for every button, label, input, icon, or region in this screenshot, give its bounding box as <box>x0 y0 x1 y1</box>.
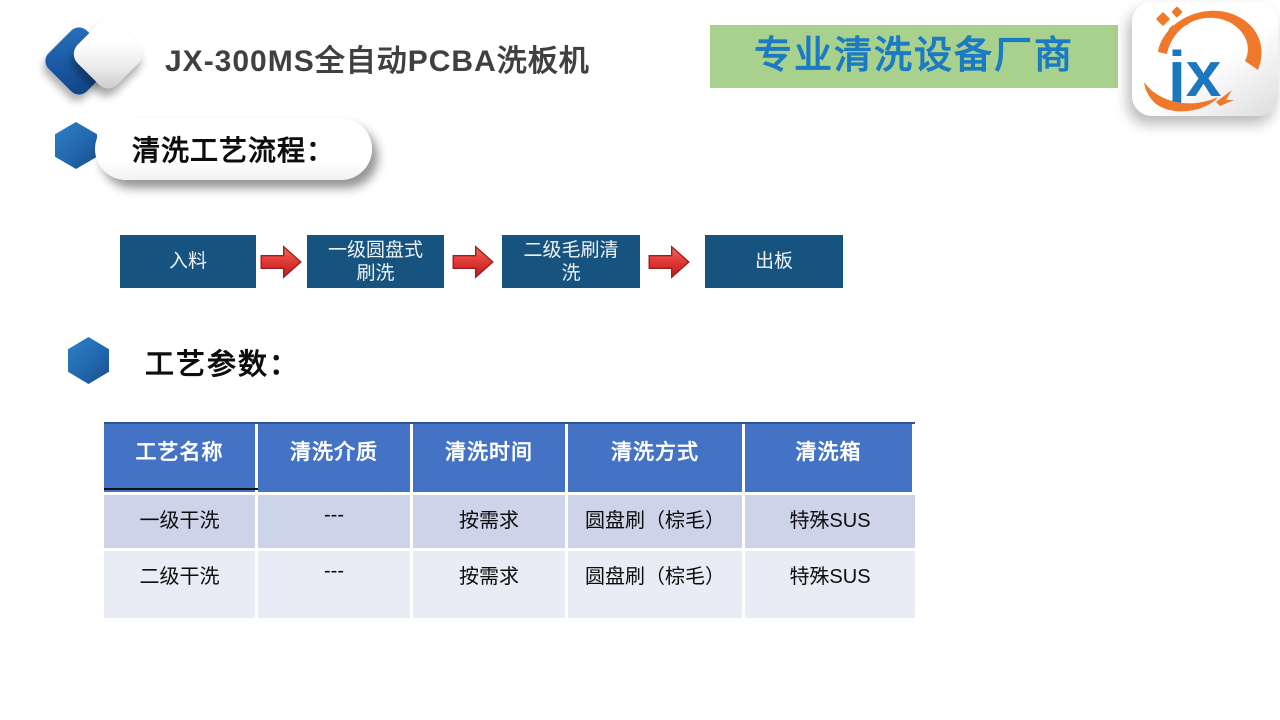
svg-text:jx: jx <box>1167 38 1222 110</box>
table-header-cell: 清洗方式 <box>568 424 745 492</box>
table-cell: 圆盘刷（棕毛） <box>568 551 745 618</box>
company-logo: jx <box>1132 2 1278 116</box>
slogan-banner: 专业清洗设备厂商 <box>710 25 1118 88</box>
table-cell: 一级干洗 <box>104 495 258 548</box>
flow-heading-label: 清洗工艺流程： <box>131 135 335 166</box>
jx-logo-icon: jx <box>1144 6 1262 112</box>
table-row: 一级干洗 --- 按需求 圆盘刷（棕毛） 特殊SUS <box>104 495 915 548</box>
right-arrow-icon <box>452 245 494 279</box>
flow-step: 入料 <box>120 235 256 288</box>
flow-step: 一级圆盘式 刷洗 <box>307 235 444 288</box>
flow-step: 出板 <box>705 235 843 288</box>
table-cell: 二级干洗 <box>104 551 258 618</box>
table-cell: 按需求 <box>413 495 568 548</box>
table-cell: 特殊SUS <box>745 551 915 618</box>
process-flow-diagram: 入料 一级圆盘式 刷洗 二级毛刷清 洗 出板 <box>120 235 843 288</box>
hexagon-bullet-icon <box>68 337 109 384</box>
table-cell: 按需求 <box>413 551 568 618</box>
parameters-table: 工艺名称 清洗介质 清洗时间 清洗方式 清洗箱 一级干洗 --- 按需求 圆盘刷… <box>104 422 915 618</box>
table-cell: --- <box>258 551 413 618</box>
params-section-heading: 工艺参数： <box>145 349 301 381</box>
right-arrow-icon <box>648 245 690 279</box>
table-header-cell: 清洗时间 <box>413 424 568 492</box>
table-cell: --- <box>258 495 413 548</box>
flow-step: 二级毛刷清 洗 <box>502 235 640 288</box>
table-cell: 圆盘刷（棕毛） <box>568 495 745 548</box>
table-cell: 特殊SUS <box>745 495 915 548</box>
table-header-cell: 工艺名称 <box>104 424 258 492</box>
header-underline <box>104 488 258 490</box>
table-header-row: 工艺名称 清洗介质 清洗时间 清洗方式 清洗箱 <box>104 422 915 492</box>
back-icon[interactable] <box>40 14 148 100</box>
flow-section-heading: 清洗工艺流程： <box>95 118 372 180</box>
right-arrow-icon <box>260 245 302 279</box>
table-row: 二级干洗 --- 按需求 圆盘刷（棕毛） 特殊SUS <box>104 551 915 618</box>
table-header-cell: 清洗介质 <box>258 424 413 492</box>
page-title: JX-300MS全自动PCBA洗板机 <box>165 45 590 78</box>
hexagon-bullet-icon <box>55 122 97 169</box>
table-header-cell: 清洗箱 <box>745 424 915 492</box>
